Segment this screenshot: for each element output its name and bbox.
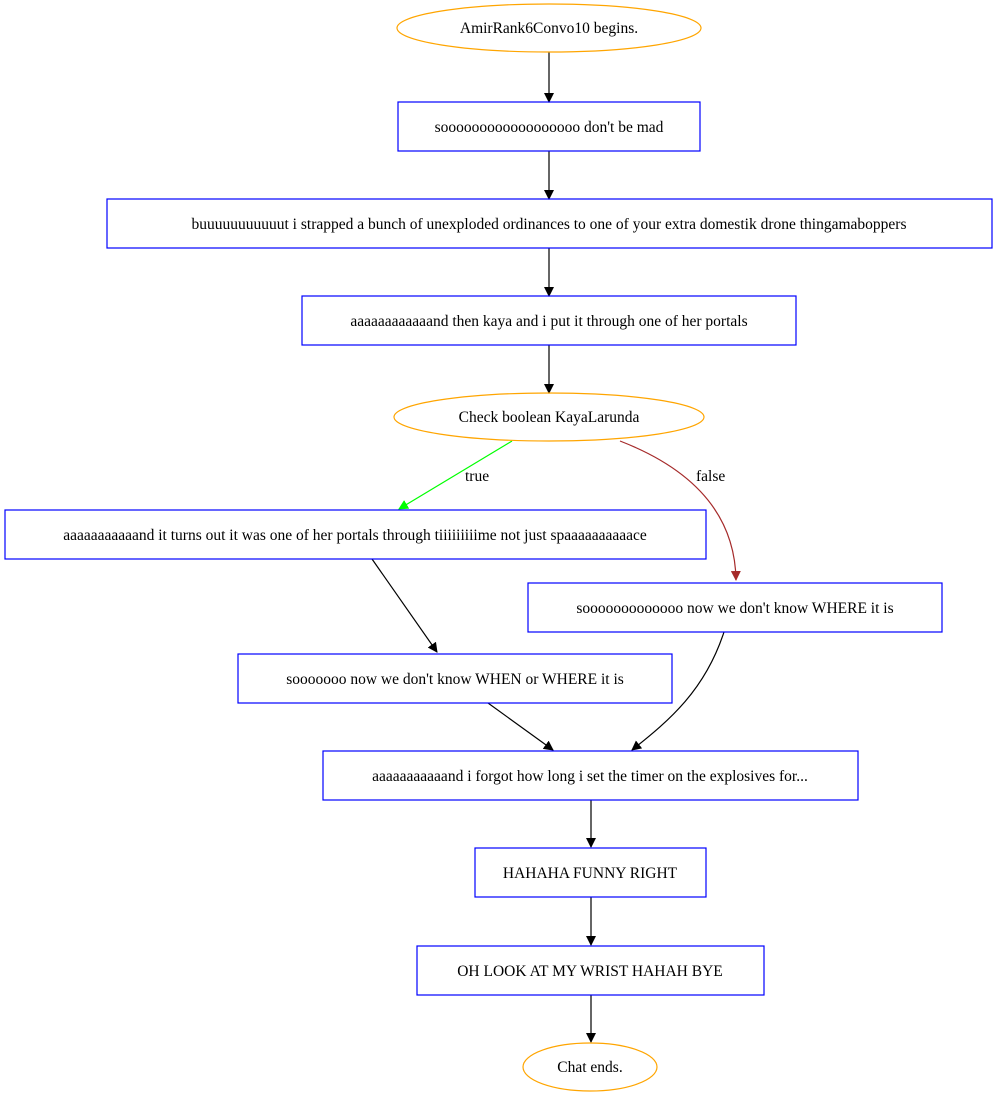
node-timer: aaaaaaaaaaand i forgot how long i set th… bbox=[322, 750, 859, 801]
node-false-line: sooooooooooooo now we don't know WHERE i… bbox=[527, 582, 943, 633]
node-when-where-label: sooooooo now we don't know WHEN or WHERE… bbox=[286, 671, 624, 688]
edge-false-to-timer bbox=[631, 631, 725, 751]
node-true-line: aaaaaaaaaaand it turns out it was one of… bbox=[4, 509, 707, 560]
node-line1-label: soooooooooooooooooo don't be mad bbox=[435, 119, 664, 136]
node-wrist: OH LOOK AT MY WRIST HAHAH BYE bbox=[416, 945, 765, 996]
edge-check-to-false bbox=[619, 440, 741, 581]
edge-label-false: false bbox=[696, 468, 725, 485]
node-end: Chat ends. bbox=[522, 1042, 658, 1092]
node-line3: aaaaaaaaaaaand then kaya and i put it th… bbox=[301, 295, 797, 346]
node-start-label: AmirRank6Convo10 begins. bbox=[460, 20, 638, 37]
node-false-line-label: sooooooooooooo now we don't know WHERE i… bbox=[576, 600, 893, 617]
edges bbox=[371, 52, 741, 1043]
node-line1: soooooooooooooooooo don't be mad bbox=[397, 101, 701, 152]
node-line3-label: aaaaaaaaaaaand then kaya and i put it th… bbox=[350, 313, 747, 330]
node-timer-label: aaaaaaaaaaand i forgot how long i set th… bbox=[372, 768, 808, 785]
edge-label-true: true bbox=[465, 468, 489, 485]
node-end-label: Chat ends. bbox=[557, 1059, 622, 1076]
node-start: AmirRank6Convo10 begins. bbox=[396, 3, 702, 53]
node-line2-label: buuuuuuuuuuut i strapped a bunch of unex… bbox=[192, 216, 907, 233]
edge-when-where-to-timer bbox=[487, 702, 554, 751]
node-funny: HAHAHA FUNNY RIGHT bbox=[474, 847, 707, 898]
node-line2: buuuuuuuuuuut i strapped a bunch of unex… bbox=[106, 198, 993, 249]
node-check-label: Check boolean KayaLarunda bbox=[459, 409, 640, 426]
node-check: Check boolean KayaLarunda bbox=[393, 392, 705, 442]
edge-true-to-when-where bbox=[371, 558, 438, 653]
node-wrist-label: OH LOOK AT MY WRIST HAHAH BYE bbox=[457, 963, 723, 980]
node-when-where: sooooooo now we don't know WHEN or WHERE… bbox=[237, 653, 673, 704]
node-true-line-label: aaaaaaaaaaand it turns out it was one of… bbox=[63, 527, 647, 544]
edge-check-to-true bbox=[398, 440, 513, 510]
node-funny-label: HAHAHA FUNNY RIGHT bbox=[503, 865, 678, 882]
